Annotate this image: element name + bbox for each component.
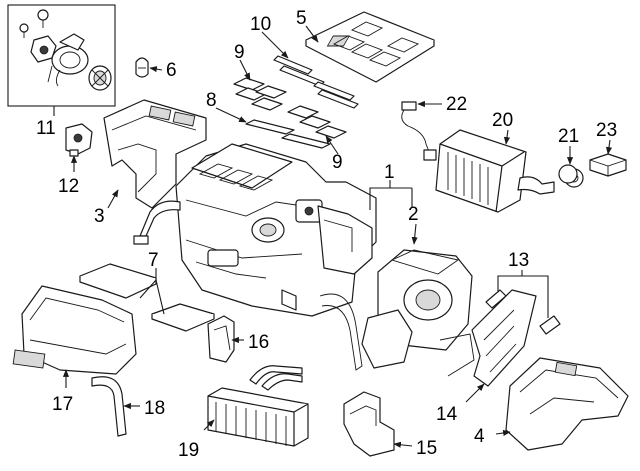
part-16-bracket	[207, 315, 235, 363]
part-20-evaporator	[435, 129, 555, 213]
callout-22: 22	[446, 94, 467, 115]
screw-icon	[19, 9, 49, 38]
callout-18: 18	[144, 398, 165, 419]
part-14-panel	[471, 289, 537, 387]
part-9-pads-lower	[287, 105, 347, 139]
leader-7	[139, 268, 165, 315]
part-10-seal	[273, 55, 359, 109]
leader-23	[605, 139, 613, 155]
leader-19	[203, 419, 215, 431]
leader-4	[495, 429, 511, 437]
leader-3	[107, 189, 119, 209]
part-6-clip	[135, 57, 149, 78]
callout-1: 1	[384, 162, 395, 183]
part-17-lower-case	[12, 285, 137, 375]
leader-14	[465, 383, 485, 403]
blower-fan-icon	[88, 65, 112, 91]
leader-8	[215, 107, 247, 123]
callout-21: 21	[558, 126, 579, 147]
leader-13-bracket	[497, 275, 549, 318]
part-18-hose	[91, 376, 127, 437]
leader-2	[411, 223, 418, 245]
part-12-actuator	[65, 123, 93, 157]
callout-11: 11	[36, 118, 56, 139]
leader-10	[261, 31, 289, 59]
leader-9-lower	[325, 135, 339, 155]
callout-4: 4	[474, 426, 485, 447]
leader-20	[503, 129, 511, 145]
callout-13: 13	[508, 250, 529, 271]
part-11-blower-motor-kit	[7, 4, 116, 107]
part-3-duct	[103, 99, 207, 209]
callout-2: 2	[408, 204, 419, 225]
callout-19: 19	[178, 440, 199, 461]
callout-23: 23	[596, 120, 617, 141]
leader-9-upper	[239, 59, 251, 81]
part-5-case-top	[305, 11, 435, 83]
callout-5: 5	[296, 8, 307, 29]
callout-10: 10	[250, 14, 271, 35]
part-15-bracket	[343, 391, 395, 457]
part-13-clips	[485, 289, 561, 335]
blower-motor-icon	[47, 33, 89, 87]
part-19-heater-core	[207, 365, 309, 447]
hvac-case-assembly	[133, 143, 377, 371]
part-8-strip	[245, 119, 331, 149]
part-4-lower-case	[505, 357, 629, 451]
leader-lines	[53, 25, 613, 448]
callout-17: 17	[52, 394, 73, 415]
callout-3: 3	[94, 206, 105, 227]
part-2-blower-housing	[361, 249, 475, 377]
callout-6: 6	[166, 60, 177, 81]
part-23-resistor	[589, 153, 627, 177]
callout-8: 8	[206, 90, 217, 111]
leader-5	[305, 25, 319, 43]
callout-numbers: 1 2 3 4 5 6 7 8 9 9 10 11 12 13 14 15 16…	[36, 8, 617, 461]
part-21-plug	[558, 164, 584, 188]
leader-6	[149, 66, 163, 73]
callout-7: 7	[148, 250, 159, 271]
callout-16: 16	[248, 332, 269, 353]
callout-9-upper: 9	[234, 42, 245, 63]
leader-15	[393, 441, 413, 448]
leader-1-left	[369, 187, 412, 210]
callout-9-lower: 9	[332, 152, 343, 173]
callout-14: 14	[436, 404, 458, 425]
part-22-wire-harness	[401, 101, 437, 161]
callout-15: 15	[416, 438, 437, 459]
part-9-pads-upper	[233, 77, 287, 111]
callout-12: 12	[58, 176, 79, 197]
callout-20: 20	[492, 110, 513, 131]
